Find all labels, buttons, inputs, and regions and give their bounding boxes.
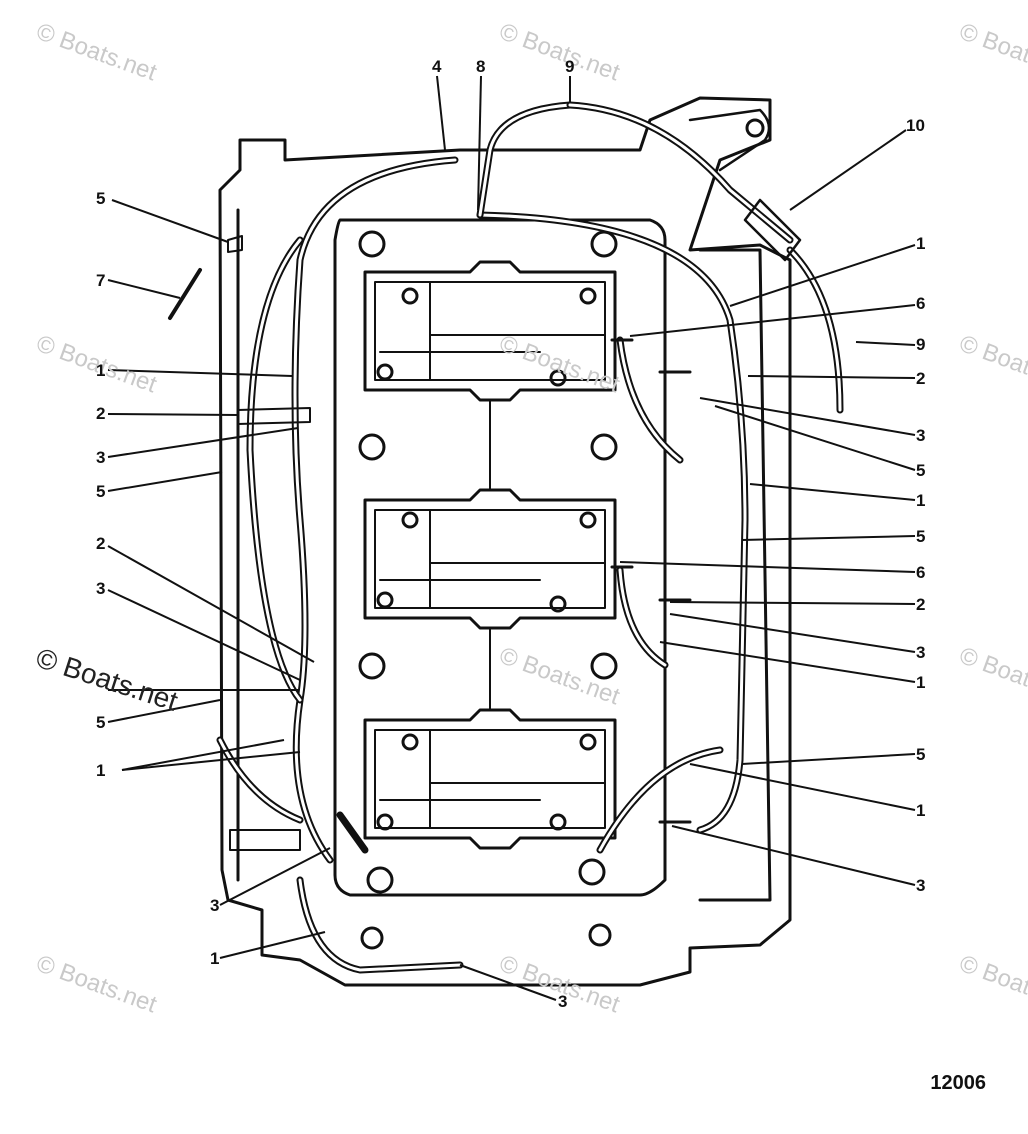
block-outline — [218, 96, 792, 987]
reed-cover-bottom — [363, 708, 617, 850]
callout-label: 5 — [96, 713, 106, 732]
callout-label: 2 — [96, 404, 106, 423]
callout-label: 3 — [558, 992, 568, 1011]
callout-label: 7 — [96, 271, 106, 290]
callout-label: 5 — [96, 482, 106, 501]
callout-label: 5 — [916, 461, 926, 480]
callout-label: 10 — [906, 116, 925, 135]
callout-label: 1 — [916, 234, 926, 253]
callout-label: 5 — [916, 745, 926, 764]
cylinder-plate — [333, 218, 667, 897]
callout-label: 3 — [96, 448, 106, 467]
figure-number: 12006 — [930, 1072, 986, 1094]
hoses — [216, 101, 844, 974]
callout-label: 1 — [210, 949, 220, 968]
callout-label: 5 — [916, 527, 926, 546]
callout-label: 3 — [96, 579, 106, 598]
callout-label: 3 — [210, 896, 220, 915]
callout-label: 9 — [916, 335, 926, 354]
callout-label: 2 — [916, 595, 926, 614]
callout-label: 3 — [916, 876, 926, 895]
callout-label: 9 — [565, 57, 575, 76]
callout-label: 1 — [96, 361, 106, 380]
callout-label: 4 — [432, 57, 442, 76]
callout-label: 3 — [916, 426, 926, 445]
callout-label: 1 — [916, 801, 926, 820]
callout-label: 1 — [96, 761, 106, 780]
reed-cover-middle — [363, 488, 617, 630]
callout-label: 5 — [96, 189, 106, 208]
reed-cover-top — [363, 260, 617, 402]
callout-label: 6 — [916, 294, 926, 313]
callout-label: 6 — [916, 563, 926, 582]
callout-label: 8 — [476, 57, 486, 76]
callout-label: 2 — [916, 369, 926, 388]
callout-label: 3 — [916, 643, 926, 662]
callout-label: 1 — [916, 673, 926, 692]
callout-label: 1 — [916, 491, 926, 510]
callout-label: 2 — [96, 534, 106, 553]
